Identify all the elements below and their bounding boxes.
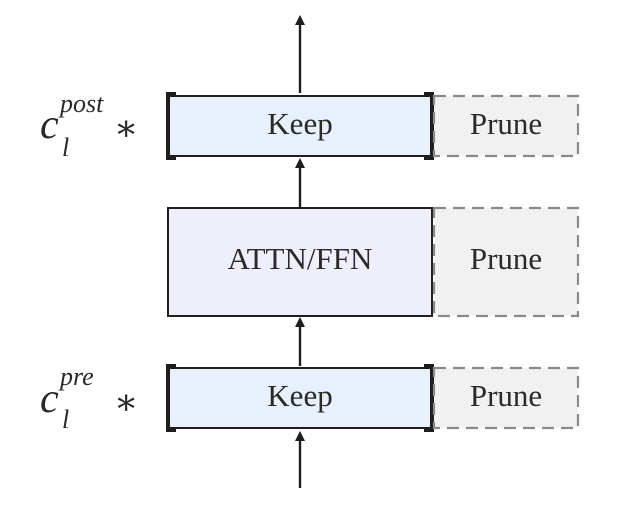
top-keep-row: Keep Prune c post l ∗ [40,89,580,162]
bottom-keep-label: Keep [267,378,332,413]
pre-coef-superscript: pre [58,362,94,391]
post-coef-operator: ∗ [114,108,138,148]
pre-coef-subscript: l [62,405,69,434]
bottom-prune-label: Prune [470,378,542,413]
top-keep-left-bracket [166,92,176,160]
pre-coefficient-label: c pre l ∗ [40,362,138,434]
core-prune-label: Prune [470,241,542,276]
top-keep-right-bracket [424,92,434,160]
bottom-prune-box [432,366,580,430]
post-coef-superscript: post [58,89,104,118]
pre-coef-base: c [40,376,59,422]
top-keep-label: Keep [267,106,332,141]
post-coef-base: c [40,102,59,148]
bottom-keep-left-bracket [166,364,176,432]
top-prune-box [432,94,580,158]
core-box [167,207,433,317]
top-keep-box [167,95,433,157]
bottom-keep-right-bracket [424,364,434,432]
bottom-keep-box [167,367,433,429]
top-prune-label: Prune [470,106,542,141]
post-coefficient-label: c post l ∗ [40,89,138,162]
post-coef-subscript: l [62,133,69,162]
core-label: ATTN/FFN [228,241,373,276]
bottom-keep-row: Keep Prune c pre l ∗ [40,362,580,434]
pre-coef-operator: ∗ [114,382,138,422]
core-prune-box [432,206,580,318]
core-row: ATTN/FFN Prune [167,206,580,318]
